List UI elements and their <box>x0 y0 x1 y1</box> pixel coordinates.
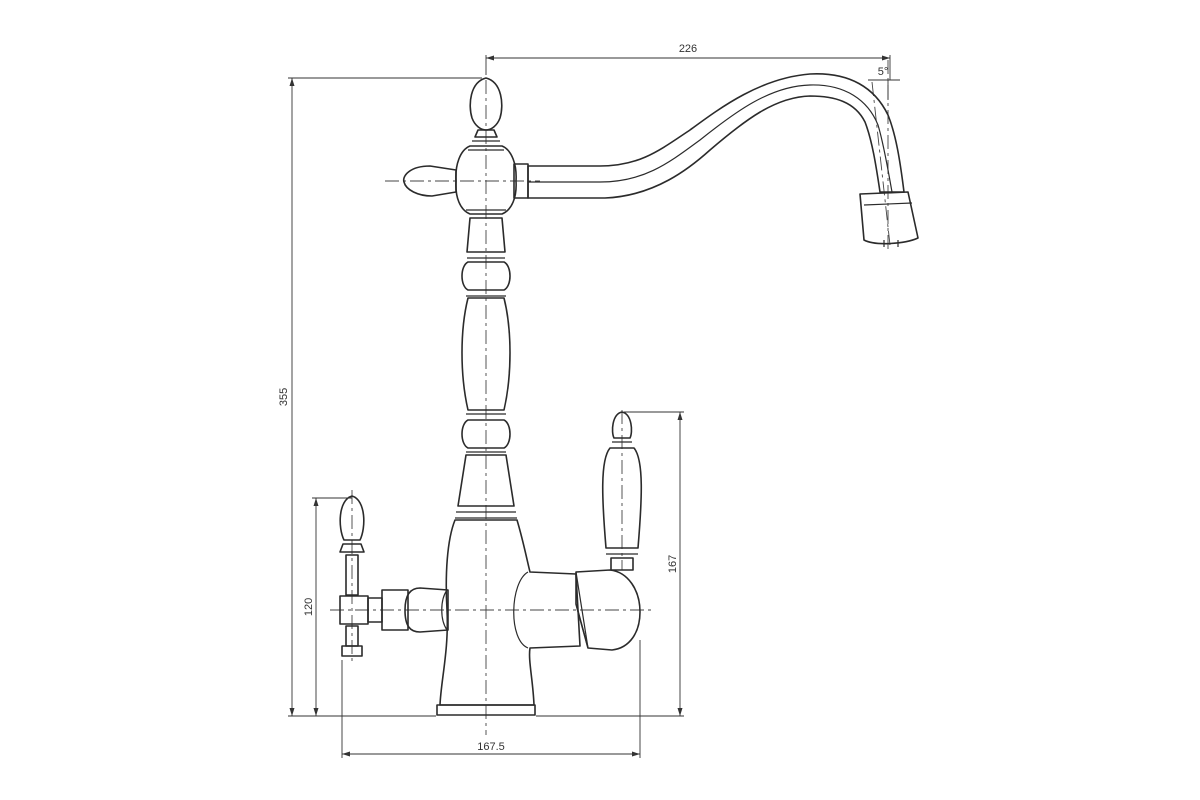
faucet-outline <box>339 73 919 716</box>
mixer-body <box>439 519 581 706</box>
center-lines <box>330 60 891 735</box>
dim-label-base-width: 167.5 <box>477 741 505 753</box>
left-housing <box>404 587 449 633</box>
dim-label-right-handle-height: 167 <box>667 555 679 573</box>
right-lever-cap <box>575 569 641 651</box>
aerator <box>859 191 919 245</box>
base-plate <box>436 704 536 716</box>
dim-label-total-height: 355 <box>278 388 290 406</box>
dim-label-spout-reach: 226 <box>679 43 697 55</box>
column <box>461 297 511 411</box>
right-handle-grip <box>601 447 643 549</box>
dimension-lines <box>288 55 900 758</box>
left-handle-knob <box>339 495 365 541</box>
upper-stem <box>466 217 506 253</box>
dim-label-spout-angle: 5° <box>878 66 889 78</box>
right-handle-knob <box>611 411 633 439</box>
dim-label-left-handle-height: 120 <box>303 598 315 616</box>
side-knob <box>402 165 457 197</box>
left-handle-hub <box>339 595 369 625</box>
